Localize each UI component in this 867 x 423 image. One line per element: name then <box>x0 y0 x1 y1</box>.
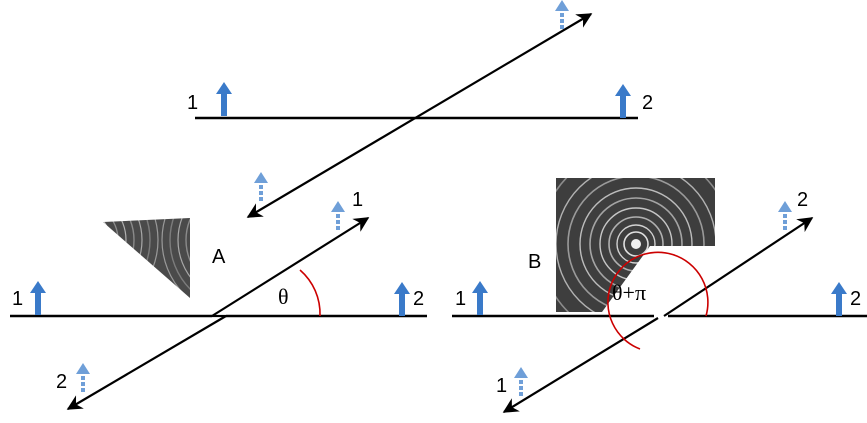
up-arrow-icon <box>30 281 46 315</box>
panel-a-tip-label: 1 <box>352 189 363 211</box>
panel-b-angle-arc <box>607 251 709 350</box>
panel-b-label-left: 1 <box>455 288 466 310</box>
panel-a-tail-label: 2 <box>56 371 67 393</box>
panel-b: B θ+π 1 2 2 1 <box>452 178 867 413</box>
panel-a-arrow-lower <box>66 315 227 410</box>
panel-a-letter: A <box>212 246 226 268</box>
panel-a-label-left: 1 <box>12 288 23 310</box>
dashed-up-arrow-icon <box>778 201 792 230</box>
dashed-up-arrow-icon <box>76 363 90 392</box>
panel-b-label-right: 2 <box>850 288 861 310</box>
panel-b-arrow-upper <box>663 217 814 317</box>
texture-swatch-a <box>103 218 190 298</box>
panel-a-label-right: 2 <box>413 288 424 310</box>
up-arrow-icon <box>472 281 488 315</box>
panel-a-arrow-upper <box>211 217 370 317</box>
panel-b-letter: B <box>528 251 541 273</box>
up-arrow-icon <box>216 82 232 116</box>
panel-b-tip-label: 2 <box>797 189 808 211</box>
up-arrow-icon <box>394 282 410 316</box>
dashed-up-arrow-icon <box>555 0 569 29</box>
top-label-left: 1 <box>187 92 198 114</box>
top-diagram: 1 2 <box>187 0 653 218</box>
panel-a: A θ 1 2 1 2 <box>10 189 427 410</box>
texture-swatch-b <box>556 178 715 312</box>
panel-a-angle-label: θ <box>278 284 289 309</box>
panel-a-angle-arc <box>299 269 321 317</box>
top-label-right: 2 <box>642 92 653 114</box>
top-double-arrow <box>246 13 593 218</box>
dashed-up-arrow-icon <box>331 201 345 230</box>
up-arrow-icon <box>831 282 847 316</box>
panel-b-arrow-lower <box>502 317 659 413</box>
dashed-up-arrow-icon <box>514 367 528 396</box>
dashed-up-arrow-icon <box>254 172 268 201</box>
panel-b-angle-label: θ+π <box>612 280 646 305</box>
panel-b-tail-label: 1 <box>496 375 507 397</box>
up-arrow-icon <box>615 84 631 118</box>
